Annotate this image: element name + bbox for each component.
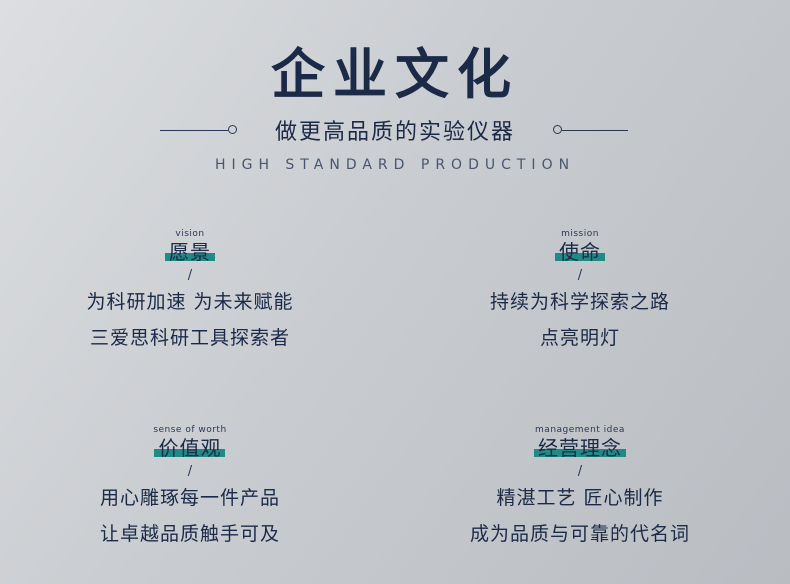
page-title: 企业文化 [271,42,519,106]
vision-tag-en: vision [175,229,205,239]
mission-tag: mission 使命 [555,229,605,264]
values-tag-box: 价值观 [154,436,226,460]
management-tag-bar [534,449,626,457]
values-tag-en: sense of worth [153,425,227,435]
vision-block: vision 愿景 / 为科研加速 为未来赋能 三爱思科研工具探索者 [0,229,380,356]
mission-block: mission 使命 / 持续为科学探索之路 点亮明灯 [390,229,770,356]
mission-line-1: 持续为科学探索之路 [489,291,670,313]
subtitle-left-line [160,130,228,131]
values-block: sense of worth 价值观 / 用心雕琢每一件产品 让卓越品质触手可及 [0,425,380,552]
vision-tag: vision 愿景 [165,229,215,264]
vision-tag-title: 愿景 [169,240,211,264]
management-line-2: 成为品质与可靠的代名词 [469,523,690,545]
subtitle: 做更高品质的实验仪器 [274,120,515,145]
values-tag-title: 价值观 [158,436,222,460]
mission-separator: / [577,268,583,283]
values-line-1: 用心雕琢每一件产品 [99,487,280,509]
values-line-2: 让卓越品质触手可及 [99,523,280,545]
subtitle-left-dot [228,125,237,134]
vision-line-1: 为科研加速 为未来赋能 [86,291,294,313]
management-tag: management idea 经营理念 [534,425,626,460]
mission-tag-box: 使命 [555,240,605,264]
management-block: management idea 经营理念 / 精湛工艺 匠心制作 成为品质与可靠… [390,425,770,552]
management-tag-title: 经营理念 [538,436,622,460]
management-separator: / [577,464,583,479]
vision-tag-box: 愿景 [165,240,215,264]
values-separator: / [187,464,193,479]
subtitle-row: 做更高品质的实验仪器 [0,114,790,146]
mission-tag-bar [555,253,605,261]
mission-tag-en: mission [561,229,599,239]
subtitle-right-dot [553,125,562,134]
mission-tag-title: 使命 [559,240,601,264]
values-tag: sense of worth 价值观 [153,425,226,460]
english-tagline: HIGH STANDARD PRODUCTION [214,157,576,173]
management-tag-en: management idea [535,425,625,435]
vision-tag-bar [165,253,215,261]
values-tag-bar [154,449,226,457]
vision-separator: / [187,268,193,283]
vision-line-2: 三爱思科研工具探索者 [89,327,290,349]
management-line-1: 精湛工艺 匠心制作 [496,487,664,509]
mission-line-2: 点亮明灯 [539,327,620,349]
subtitle-right-line [562,130,628,131]
management-tag-box: 经营理念 [534,436,626,460]
